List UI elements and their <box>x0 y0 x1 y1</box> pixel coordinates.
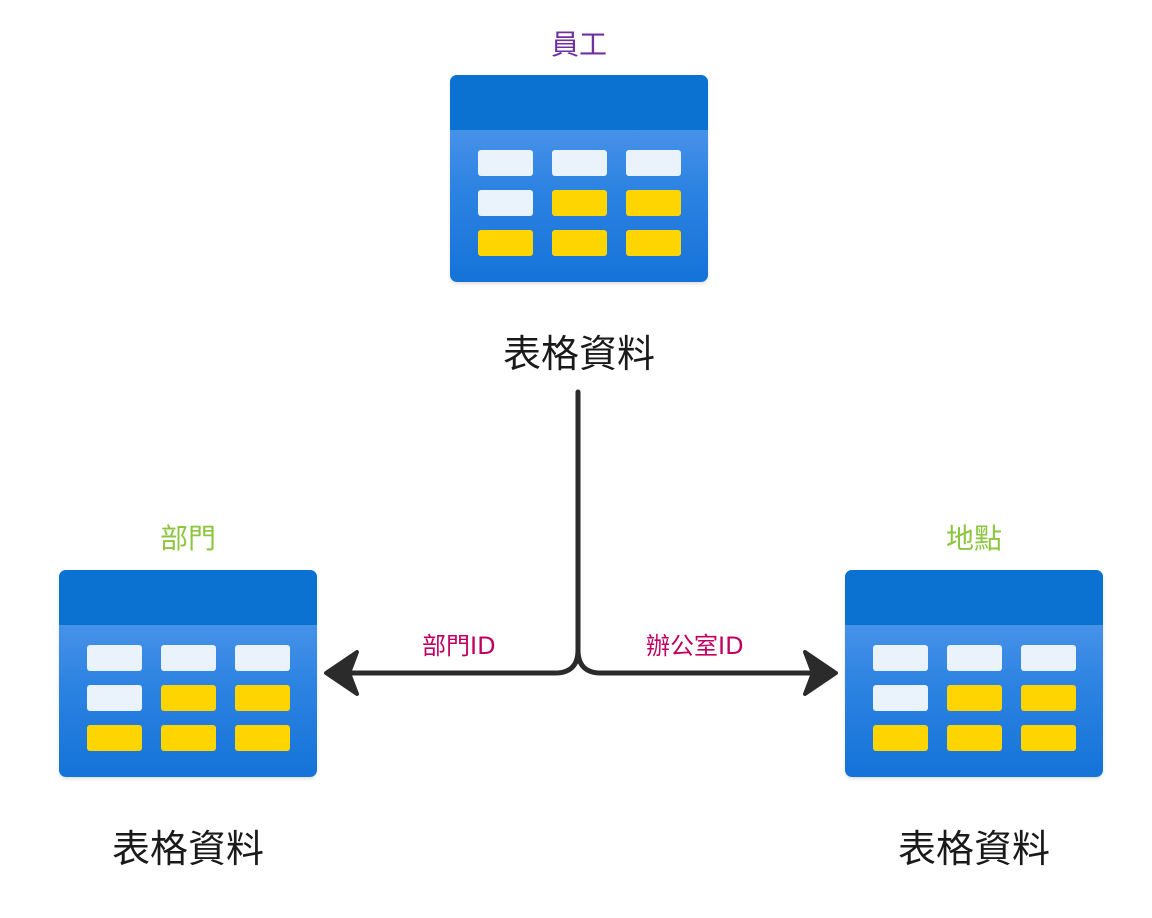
table-cell <box>478 230 533 256</box>
department-table-title: 部門 <box>159 522 216 555</box>
table-cell <box>478 190 533 216</box>
department-id-label: 部門ID <box>422 632 496 660</box>
table-cell <box>478 150 533 176</box>
table-cell <box>1021 645 1076 671</box>
table-cell <box>947 645 1002 671</box>
table-header-bar <box>845 570 1103 625</box>
table-cell <box>161 685 216 711</box>
table-cell <box>235 645 290 671</box>
location-table-title: 地點 <box>945 522 1002 555</box>
table-cell <box>873 725 928 751</box>
table-cell <box>235 685 290 711</box>
office-id-label: 辦公室ID <box>646 632 744 660</box>
table-cell <box>552 190 607 216</box>
location-table-caption: 表格資料 <box>897 827 1050 871</box>
table-cell <box>87 685 142 711</box>
employee-table-title: 員工 <box>550 28 607 61</box>
table-cell <box>626 190 681 216</box>
table-header-bar <box>450 75 708 130</box>
table-cell <box>626 230 681 256</box>
employee-table-caption: 表格資料 <box>502 332 655 376</box>
table-cell <box>626 150 681 176</box>
table-cell <box>1021 725 1076 751</box>
table-cell <box>235 725 290 751</box>
table-icon <box>59 570 317 777</box>
table-cell <box>1021 685 1076 711</box>
table-cell <box>552 230 607 256</box>
arrow-head-icon <box>803 650 838 696</box>
table-icon <box>450 75 708 282</box>
table-cell <box>947 725 1002 751</box>
table-cell <box>87 645 142 671</box>
table-cell <box>947 685 1002 711</box>
table-cell <box>873 645 928 671</box>
table-cell <box>87 725 142 751</box>
table-cell <box>873 685 928 711</box>
table-cell <box>552 150 607 176</box>
arrow-head-icon <box>324 650 359 696</box>
table-header-bar <box>59 570 317 625</box>
table-cell <box>161 645 216 671</box>
office-branch-line <box>575 647 815 676</box>
employee-trunk-line <box>347 389 581 676</box>
table-cell <box>161 725 216 751</box>
table-icon <box>845 570 1103 777</box>
department-table-caption: 表格資料 <box>111 827 264 871</box>
